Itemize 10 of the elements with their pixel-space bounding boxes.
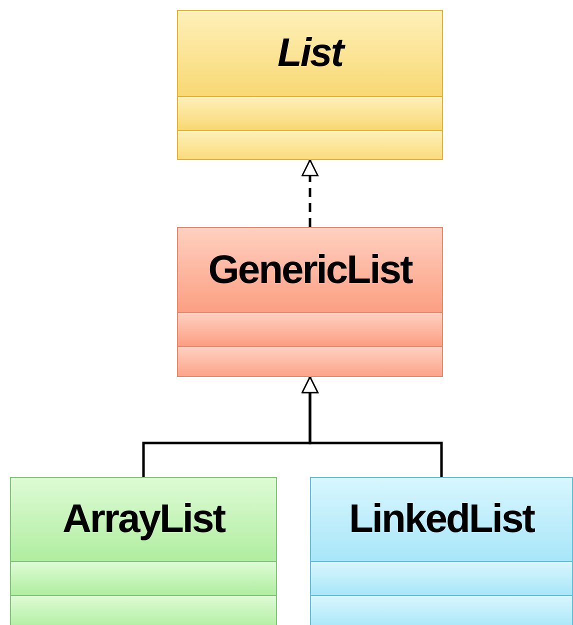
class-box (177, 227, 443, 377)
class-name: List (277, 31, 343, 76)
class-name: ArrayList (62, 497, 225, 542)
class-name: LinkedList (348, 497, 534, 542)
realization-arrow (302, 159, 318, 227)
class-name: GenericList (208, 248, 412, 292)
class-box (177, 10, 443, 160)
class-box (310, 477, 573, 625)
inheritance-arrow (302, 376, 443, 477)
class-box (10, 477, 277, 625)
